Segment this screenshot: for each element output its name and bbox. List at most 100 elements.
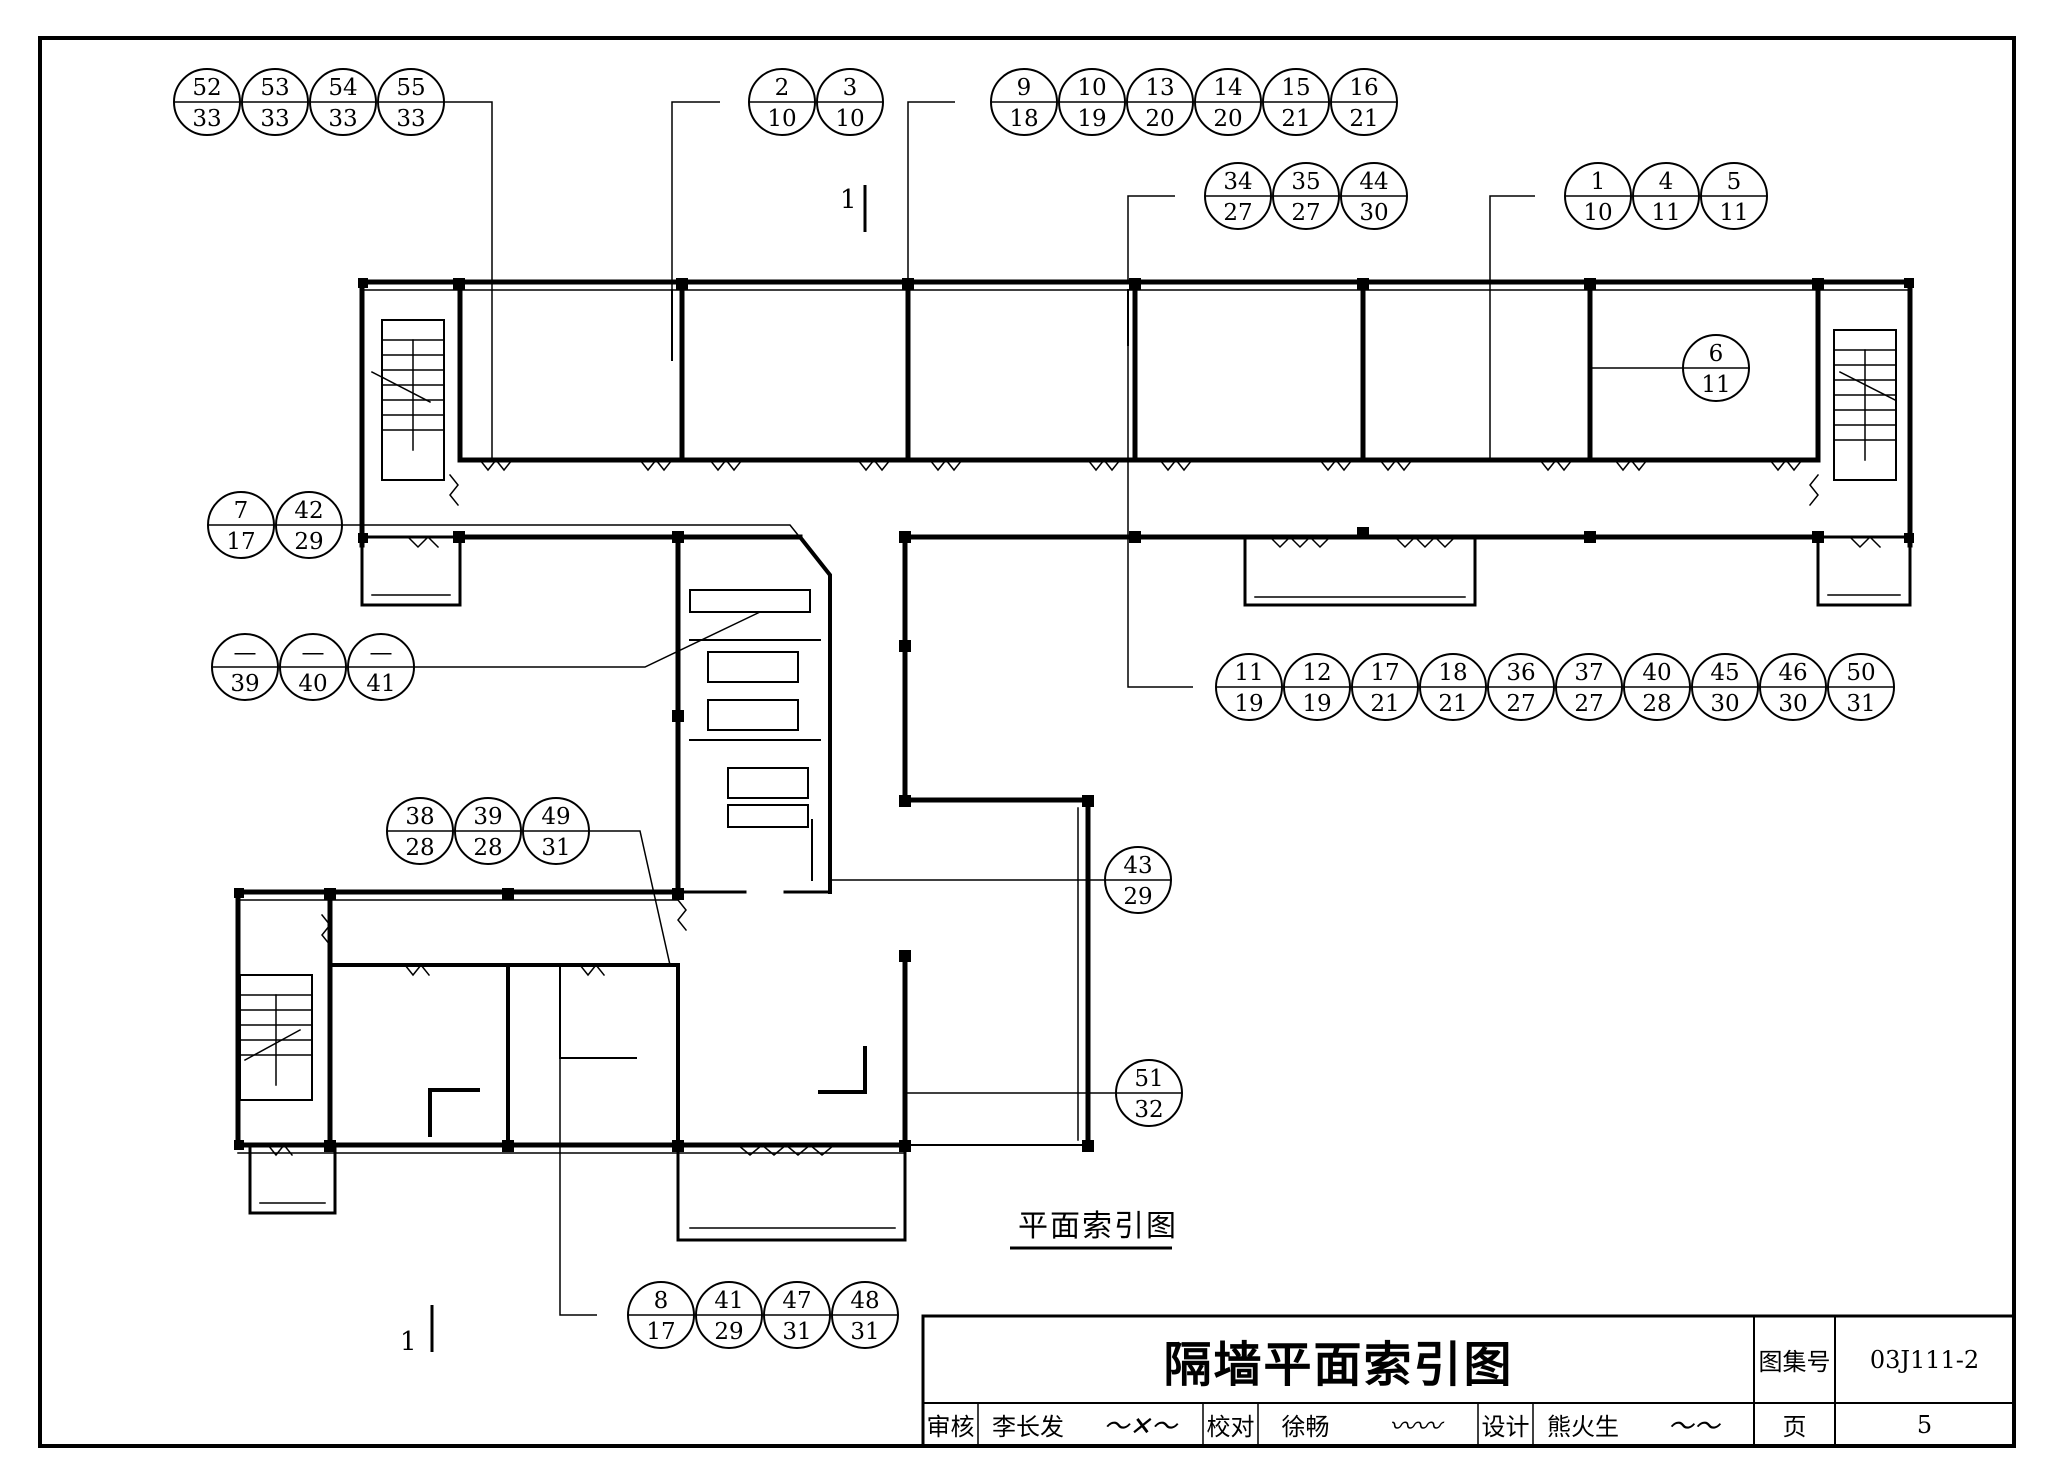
detail-number: 53	[260, 75, 289, 101]
sheet-number: 20	[1213, 106, 1242, 132]
design-label: 设计	[1481, 1413, 1530, 1441]
detail-number: 52	[192, 75, 221, 101]
detail-number: 36	[1506, 660, 1535, 686]
detail-number: 42	[294, 498, 323, 524]
index-bubble: 611	[1682, 334, 1750, 402]
index-bubble: 210	[748, 68, 816, 136]
detail-number: 40	[1642, 660, 1671, 686]
sheet-number: 21	[1438, 691, 1467, 717]
sheet-number: 33	[260, 106, 289, 132]
sheet-number: 31	[541, 835, 570, 861]
detail-number: 2	[775, 75, 790, 101]
detail-number: 13	[1145, 75, 1174, 101]
detail-number: 10	[1077, 75, 1106, 101]
sheet-number: 17	[226, 529, 255, 555]
columns	[234, 278, 1914, 1152]
sheet-number: 28	[473, 835, 502, 861]
sheet-number: 17	[646, 1319, 675, 1345]
detail-number: 43	[1123, 853, 1152, 879]
detail-number: 37	[1574, 660, 1603, 686]
designer-signature: 〜〜	[1667, 1412, 1720, 1442]
index-callouts: 5233533354335533210310918101913201420152…	[173, 68, 1895, 1349]
detail-number: 46	[1778, 660, 1807, 686]
sheet-number: 29	[294, 529, 323, 555]
detail-number: 16	[1349, 75, 1378, 101]
detail-number: 55	[396, 75, 425, 101]
callout-group: —39—40—41	[211, 633, 415, 701]
check-label: 校对	[1206, 1413, 1255, 1441]
sheet-number: 31	[850, 1319, 879, 1345]
index-bubble: —39	[211, 633, 279, 701]
detail-number: 49	[541, 804, 570, 830]
sheet-number: 19	[1077, 106, 1106, 132]
detail-number: 17	[1370, 660, 1399, 686]
drawing-title: 隔墙平面索引图	[1163, 1336, 1514, 1393]
detail-number: 9	[1017, 75, 1032, 101]
sheet-number: 29	[1123, 884, 1152, 910]
atlas-number: 03J111-2	[1869, 1345, 1980, 1374]
detail-number: 51	[1134, 1066, 1163, 1092]
sheet-number: 30	[1359, 200, 1388, 226]
sheet-number: 27	[1574, 691, 1603, 717]
reviewer-signature: 〜✕〜	[1103, 1412, 1177, 1442]
detail-number: 1	[1591, 169, 1606, 195]
sheet-number: 21	[1349, 106, 1378, 132]
detail-number: 18	[1438, 660, 1467, 686]
sheet-number: 40	[298, 671, 327, 697]
detail-number: 34	[1223, 169, 1252, 195]
detail-number: 8	[654, 1288, 669, 1314]
sheet-number: 33	[192, 106, 221, 132]
callout-group: 611	[1682, 334, 1750, 402]
section-mark-label: 1	[840, 185, 857, 215]
sheet-number: 20	[1145, 106, 1174, 132]
sheet-number: 11	[1719, 200, 1748, 226]
checker-signature: 〰〰	[1388, 1412, 1441, 1442]
sheet-number: 31	[1846, 691, 1875, 717]
index-bubble: 918	[990, 68, 1058, 136]
sheet-number: 28	[405, 835, 434, 861]
sheet-number: 32	[1134, 1097, 1163, 1123]
sheet-number: 30	[1710, 691, 1739, 717]
sheet-number: 28	[1642, 691, 1671, 717]
index-bubble: 511	[1700, 162, 1768, 230]
sheet-number: 30	[1778, 691, 1807, 717]
detail-number: 41	[714, 1288, 743, 1314]
detail-number: 4	[1659, 169, 1674, 195]
checker-name: 徐畅	[1281, 1413, 1330, 1441]
detail-number: 48	[850, 1288, 879, 1314]
page-number: 5	[1916, 1410, 1933, 1439]
index-bubble: 110	[1564, 162, 1632, 230]
section-mark-label: 1	[400, 1327, 417, 1357]
detail-number: 45	[1710, 660, 1739, 686]
sheet-number: 19	[1234, 691, 1263, 717]
sheet-number: 18	[1009, 106, 1038, 132]
detail-number: —	[234, 640, 257, 666]
page-label: 页	[1782, 1413, 1807, 1441]
detail-number: —	[302, 640, 325, 666]
detail-number: 6	[1709, 341, 1724, 367]
